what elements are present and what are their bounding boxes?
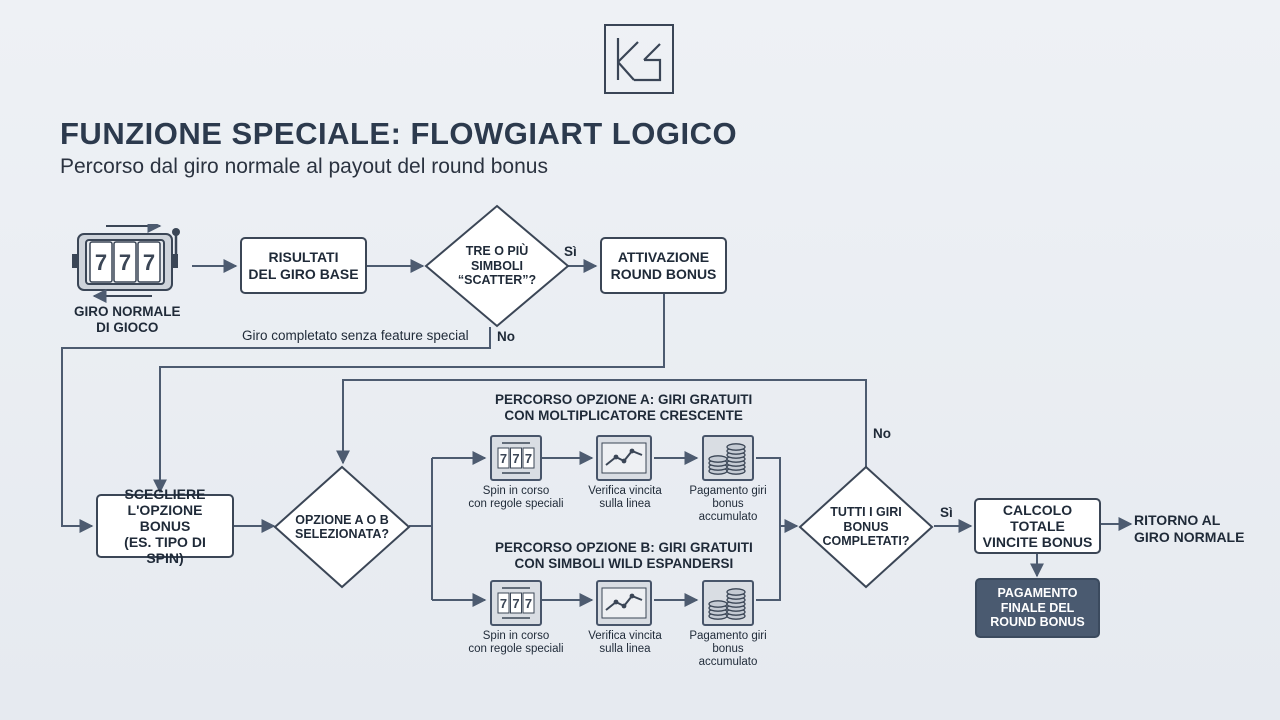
- edge-activation-to-choose: [153, 294, 665, 494]
- coin-stack-icon: [702, 435, 754, 481]
- line-chart-icon: [596, 435, 652, 481]
- start-label: GIRO NORMALE DI GIOCO: [74, 304, 181, 336]
- path-b-step-3-caption: Pagamento giri bonus accumulato: [689, 630, 767, 669]
- option-decision-text: OPZIONE A O B SELEZIONATA?: [295, 512, 389, 541]
- coin-stack-icon: [702, 580, 754, 626]
- edge-label-yes: Sì: [564, 244, 577, 259]
- edge-label-yes-final: Sì: [940, 505, 953, 520]
- path-a-title: PERCORSO OPZIONE A: GIRI GRATUITI CON MO…: [495, 392, 753, 424]
- edge-decision-no: [61, 327, 491, 533]
- base-results-box: RISULTATI DEL GIRO BASE: [240, 237, 367, 294]
- svg-text:7: 7: [500, 596, 507, 611]
- path-a-step-1-caption: Spin in corso con regole speciali: [468, 485, 564, 511]
- scatter-decision-text: TRE O PIÙ SIMBOLI “SCATTER”?: [457, 244, 537, 288]
- no-feature-note: Giro completato senza feature special: [242, 328, 469, 343]
- path-b-title: PERCORSO OPZIONE B: GIRI GRATUITI CON SI…: [495, 540, 753, 572]
- path-a-step-2-caption: Verifica vincita sulla linea: [588, 485, 662, 511]
- svg-text:7: 7: [512, 451, 519, 466]
- edge-label-no: No: [497, 329, 515, 344]
- line-chart-icon: [596, 580, 652, 626]
- svg-text:7: 7: [525, 596, 532, 611]
- svg-text:7: 7: [525, 451, 532, 466]
- path-b-step-1-caption: Spin in corso con regole speciali: [468, 630, 564, 656]
- svg-text:7: 7: [143, 250, 155, 275]
- edge-option-split: [409, 458, 433, 600]
- return-normal-label: RITORNO AL GIRO NORMALE: [1134, 512, 1245, 545]
- svg-text:7: 7: [500, 451, 507, 466]
- brand-logo: [604, 24, 674, 94]
- edge-label-no-loop: No: [873, 426, 891, 441]
- all-spins-decision-diamond: [798, 465, 934, 589]
- svg-text:7: 7: [512, 596, 519, 611]
- choose-option-box: SCEGLIERE L'OPZIONE BONUS (ES. TIPO DI S…: [96, 486, 234, 566]
- svg-text:7: 7: [119, 250, 131, 275]
- calc-total-box: CALCOLO TOTALE VINCITE BONUS: [974, 498, 1101, 554]
- final-payment-box: PAGAMENTO FINALE DEL ROUND BONUS: [975, 578, 1100, 638]
- slot-machine-icon: 7 7 7: [72, 224, 180, 303]
- all-spins-decision-text: TUTTI I GIRI BONUS COMPLETATI?: [822, 505, 910, 549]
- scatter-decision-diamond: [424, 204, 570, 328]
- bonus-activation-box: ATTIVAZIONE ROUND BONUS: [600, 237, 727, 294]
- option-decision-diamond: [273, 465, 411, 589]
- svg-text:7: 7: [95, 250, 107, 275]
- page-subtitle: Percorso dal giro normale al payout del …: [60, 155, 548, 178]
- edge-loop-back: [336, 379, 867, 470]
- edge-merge: [756, 457, 797, 601]
- path-b-step-2-caption: Verifica vincita sulla linea: [588, 630, 662, 656]
- path-a-step-3-caption: Pagamento giri bonus accumulato: [689, 485, 767, 524]
- page-title: FUNZIONE SPECIALE: FLOWGIART LOGICO: [60, 116, 738, 151]
